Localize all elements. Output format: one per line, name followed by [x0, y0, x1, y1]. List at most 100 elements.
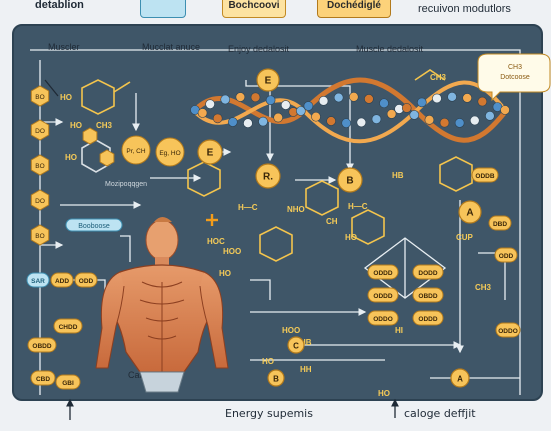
header-chip-1[interactable]: Bochcoovi	[222, 0, 286, 18]
helix-bead	[280, 100, 291, 110]
helix-bead	[500, 105, 510, 115]
pill-right-2[interactable]: ODD	[494, 247, 518, 263]
helix-bead	[228, 117, 238, 127]
svg-text:E: E	[265, 76, 272, 87]
pill-left-lower-3[interactable]: CHDD	[53, 318, 83, 334]
hex-left-1[interactable]: DO	[30, 119, 50, 141]
helix-bead	[356, 117, 367, 128]
helix-bead	[250, 92, 261, 103]
blue-pill-label: Booboose	[78, 223, 110, 230]
header-left-title: detablion	[35, 0, 84, 11]
svg-text:H—C: H—C	[238, 203, 258, 212]
pill-left-lower-2[interactable]: ODD	[74, 272, 98, 288]
svg-text:R.: R.	[263, 172, 273, 183]
svg-text:ODDD: ODDD	[418, 316, 437, 323]
node-bubble-eg[interactable]: Eg, HO	[155, 137, 185, 167]
helix-bead	[296, 106, 306, 116]
svg-text:HOO: HOO	[282, 326, 300, 335]
svg-text:BO: BO	[35, 233, 44, 240]
pill-left-lower-0[interactable]: SAR	[26, 272, 50, 288]
helix-bead	[469, 115, 480, 126]
svg-text:OBDD: OBDD	[32, 343, 51, 350]
svg-text:GBI: GBI	[62, 380, 74, 387]
svg-text:OBDD: OBDD	[418, 293, 437, 300]
svg-text:HOO: HOO	[223, 247, 241, 256]
node-circle-e-mid[interactable]: E	[197, 139, 223, 165]
svg-text:HO: HO	[65, 153, 77, 162]
pill-center-1[interactable]: DODD	[412, 264, 444, 280]
helix-bead	[401, 103, 412, 113]
svg-text:ODDO: ODDO	[498, 328, 518, 335]
svg-text:NHO: NHO	[287, 205, 305, 214]
svg-text:ODD: ODD	[499, 253, 514, 260]
helix-bead	[477, 96, 488, 107]
svg-text:A: A	[466, 208, 473, 219]
footer-energy-label: Energy supemis	[225, 407, 313, 420]
svg-text:CH3: CH3	[475, 283, 492, 292]
chem-glyphs: HO HO CH3 HO H—C HOC HOO HO H—C CH NHO C…	[60, 73, 492, 398]
blue-pill-group[interactable]: Booboose	[65, 218, 123, 232]
node-circle-c-small[interactable]: C	[287, 336, 305, 354]
helix-bead	[235, 92, 246, 102]
pill-center-5[interactable]: ODDD	[412, 310, 444, 326]
pill-center-4[interactable]: ODDO	[367, 310, 399, 326]
helix-bead	[417, 97, 427, 108]
outer-loop-line	[30, 49, 521, 395]
helix-bead	[462, 93, 472, 103]
footer-deficit-label: caloge deffjit	[404, 407, 476, 420]
pill-center-3[interactable]: OBDD	[412, 287, 444, 303]
node-circle-b-bottom[interactable]: B	[267, 369, 285, 387]
svg-text:CH: CH	[326, 217, 338, 226]
pill-left-lower-5[interactable]: CBD	[30, 370, 56, 386]
helix-bead	[212, 113, 223, 124]
svg-text:HO: HO	[70, 121, 82, 130]
svg-text:DO: DO	[35, 128, 45, 135]
hex-molecule-1	[99, 149, 115, 167]
helix-bead	[454, 118, 465, 128]
node-circle-r[interactable]: R.	[255, 163, 281, 189]
svg-text:ODD: ODD	[79, 278, 94, 285]
svg-text:CH3: CH3	[508, 64, 522, 71]
pill-center-0[interactable]: ODDD	[367, 264, 399, 280]
helix-bead	[432, 93, 442, 104]
hexagon-nodes: BO DO BO DO BO	[30, 85, 115, 246]
svg-text:BO: BO	[35, 163, 44, 170]
pill-right-1[interactable]: DBD	[488, 215, 512, 231]
node-circle-a-bottom[interactable]: A	[450, 368, 470, 388]
muscle-figure	[95, 217, 229, 393]
node-circle-a[interactable]: A	[458, 200, 482, 224]
hex-left-0[interactable]: BO	[30, 85, 50, 107]
pill-right-3[interactable]: ODDO	[495, 322, 521, 338]
pill-right-0[interactable]: ODDB	[471, 167, 499, 183]
pill-left-lower-1[interactable]: ADD	[50, 272, 74, 288]
header-chip-2[interactable]: Dochédiglé	[317, 0, 391, 18]
helix-bead	[243, 118, 253, 128]
header-right-title: recuivon modutlors	[418, 3, 511, 15]
node-circle-e-top[interactable]: E	[256, 68, 280, 92]
label-muscle-anuce: Mucclat anuce	[142, 42, 200, 52]
node-circle-b[interactable]: B	[337, 167, 363, 193]
hex-left-2[interactable]: BO	[30, 154, 50, 176]
header-chip-blue[interactable]	[140, 0, 186, 18]
hex-molecule-0	[82, 127, 98, 145]
svg-text:ODDD: ODDD	[373, 270, 392, 277]
helix-bead	[348, 92, 359, 102]
helix-bead	[409, 110, 420, 120]
helix-bead	[205, 99, 215, 109]
node-bubble-pr[interactable]: Pr, CH	[121, 135, 151, 165]
svg-text:ODDO: ODDO	[373, 316, 393, 323]
helix-bead	[341, 118, 352, 128]
helix-bead	[220, 94, 231, 105]
pill-center-2[interactable]: ODDD	[367, 287, 399, 303]
pill-left-lower-4[interactable]: OBDD	[27, 337, 57, 353]
side-arrows	[44, 79, 399, 420]
hex-left-3[interactable]: DO	[30, 189, 50, 211]
helix-bead	[333, 92, 344, 103]
svg-text:ODDB: ODDB	[475, 173, 494, 180]
pill-left-lower-6[interactable]: GBI	[55, 374, 81, 390]
orange-plus	[206, 214, 218, 226]
helix-bead	[258, 116, 268, 127]
helix-bead	[326, 116, 336, 126]
svg-text:B: B	[273, 375, 279, 384]
hex-left-4[interactable]: BO	[30, 224, 50, 246]
